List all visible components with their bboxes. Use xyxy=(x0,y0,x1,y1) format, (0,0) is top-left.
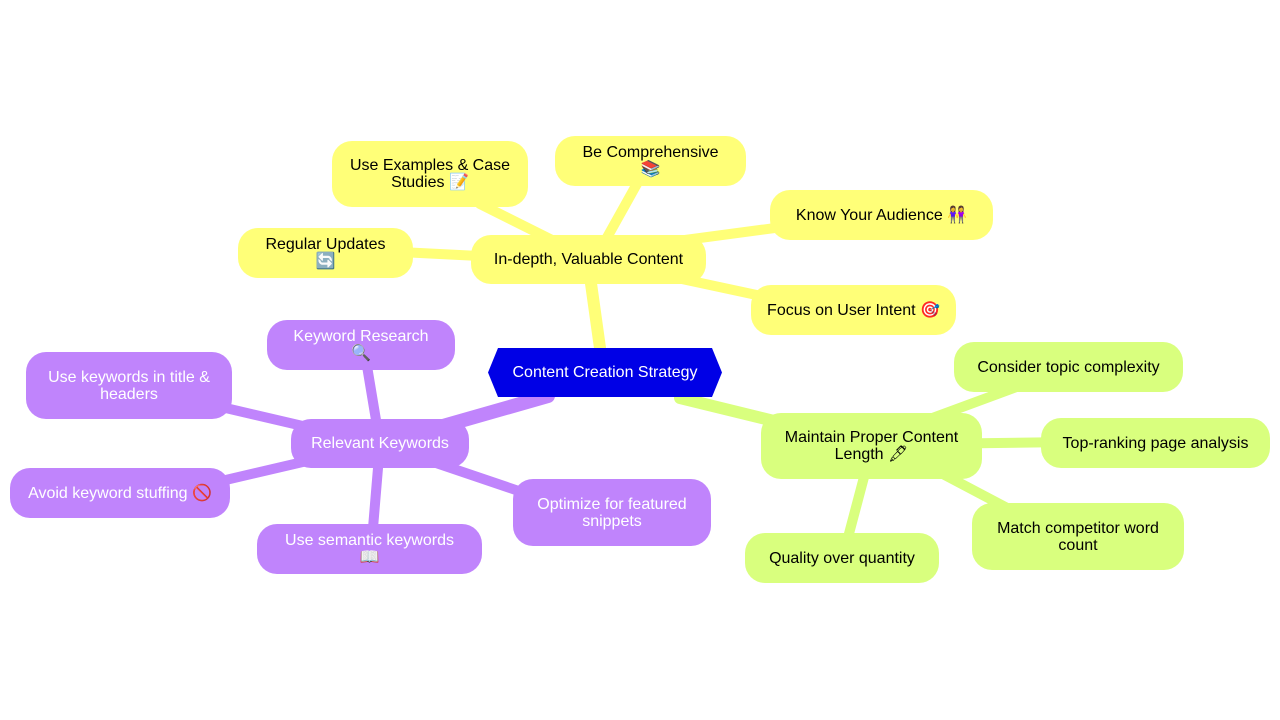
keywords-title-label: Use keywords in title & headers xyxy=(48,368,210,403)
keywords-stuffing-node[interactable]: Avoid keyword stuffing 🚫 xyxy=(10,468,230,518)
branch-length-node[interactable]: Maintain Proper Content Length 🖋 xyxy=(761,413,982,479)
length-quality-node[interactable]: Quality over quantity xyxy=(745,533,939,583)
content-examples-node[interactable]: Use Examples & Case Studies 📝 xyxy=(332,141,528,207)
content-intent-label: Focus on User Intent 🎯 xyxy=(767,301,940,319)
keywords-research-node[interactable]: Keyword Research 🔍 xyxy=(267,320,455,370)
branch-content-label: In-depth, Valuable Content xyxy=(493,251,684,268)
keywords-research-label: Keyword Research 🔍 xyxy=(293,328,429,362)
content-intent-node[interactable]: Focus on User Intent 🎯 xyxy=(751,285,956,335)
length-quality-label: Quality over quantity xyxy=(769,549,915,567)
branch-keywords-label: Relevant Keywords xyxy=(311,435,449,452)
length-competitor-label: Match competitor word count xyxy=(997,519,1159,554)
length-complexity-node[interactable]: Consider topic complexity xyxy=(954,342,1183,392)
length-toprank-node[interactable]: Top-ranking page analysis xyxy=(1041,418,1270,468)
branch-keywords-node[interactable]: Relevant Keywords xyxy=(291,419,469,468)
content-audience-label: Know Your Audience 👭 xyxy=(795,206,968,224)
content-updates-label: Regular Updates 🔄 xyxy=(265,236,386,270)
branch-length-label: Maintain Proper Content Length 🖋 xyxy=(784,429,959,463)
content-comprehensive-node[interactable]: Be Comprehensive 📚 xyxy=(555,136,746,186)
root-hexagon-shape xyxy=(488,348,722,397)
keywords-stuffing-label: Avoid keyword stuffing 🚫 xyxy=(28,484,212,502)
keywords-snippets-node[interactable]: Optimize for featured snippets xyxy=(513,479,711,546)
branch-content-node[interactable]: In-depth, Valuable Content xyxy=(471,235,706,284)
length-competitor-node[interactable]: Match competitor word count xyxy=(972,503,1184,570)
root-label: Content Creation Strategy xyxy=(512,363,698,381)
keywords-snippets-label: Optimize for featured snippets xyxy=(537,495,687,530)
length-toprank-label: Top-ranking page analysis xyxy=(1062,434,1249,452)
content-examples-label: Use Examples & Case Studies 📝 xyxy=(349,157,511,191)
content-updates-node[interactable]: Regular Updates 🔄 xyxy=(238,228,413,278)
content-comprehensive-label: Be Comprehensive 📚 xyxy=(582,144,719,178)
content-audience-node[interactable]: Know Your Audience 👭 xyxy=(770,190,993,240)
keywords-semantic-node[interactable]: Use semantic keywords 📖 xyxy=(257,524,482,574)
root-node[interactable]: Content Creation Strategy xyxy=(488,348,722,397)
length-complexity-label: Consider topic complexity xyxy=(977,358,1160,376)
keywords-title-node[interactable]: Use keywords in title & headers xyxy=(26,352,232,419)
keywords-semantic-label: Use semantic keywords 📖 xyxy=(285,532,454,566)
